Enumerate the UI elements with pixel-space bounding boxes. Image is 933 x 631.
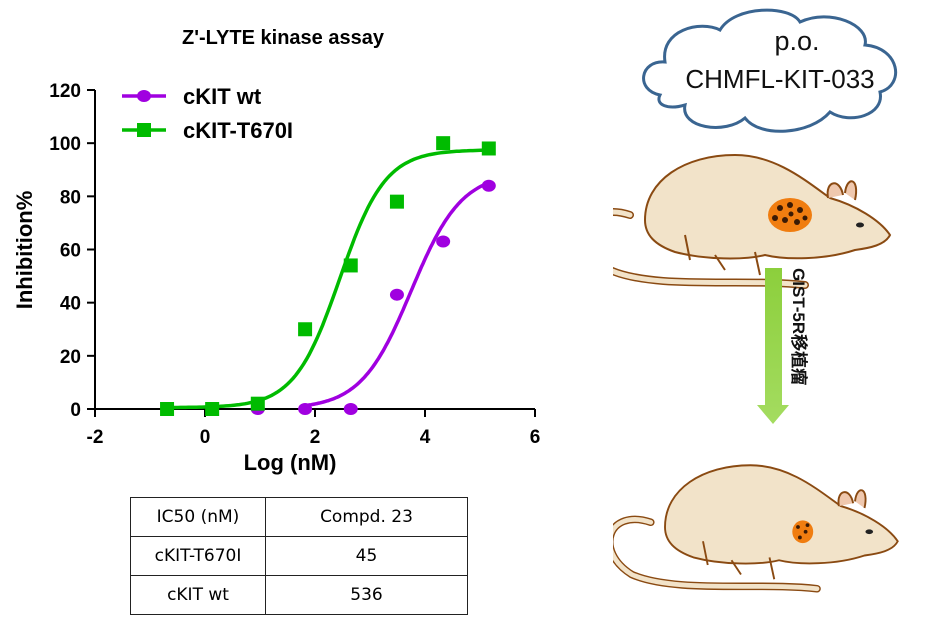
cloud-text-compound: CHMFL-KIT-033 <box>685 64 874 94</box>
down-arrow: GIST-5R移植瘤 <box>757 268 809 424</box>
x-tick-label: 4 <box>420 427 431 448</box>
chart-title: Z'-LYTE kinase assay <box>182 27 385 49</box>
data-point-wt <box>389 288 404 301</box>
data-point-t670i <box>250 396 265 411</box>
y-axis-label: Inhibition% <box>12 191 37 310</box>
y-tick-label: 0 <box>70 400 81 421</box>
data-point-t670i <box>343 258 358 273</box>
y-tick-label: 60 <box>60 241 81 262</box>
y-tick-label: 100 <box>49 134 81 155</box>
table-header-cell: IC50 (nM) <box>130 497 266 537</box>
mouse-icon-tumor-small <box>613 465 898 589</box>
fit-curve-wt <box>304 181 490 408</box>
y-tick-label: 40 <box>60 294 81 315</box>
data-point-t670i <box>481 141 496 156</box>
x-axis-label: Log (nM) <box>244 450 337 475</box>
ic50-table: IC50 (nM) Compd. 23 cKIT-T670I 45 cKIT w… <box>130 497 468 615</box>
table-row: cKIT wt 536 <box>130 575 468 615</box>
table-cell: cKIT-T670I <box>130 536 266 576</box>
legend-label: cKIT wt <box>183 84 262 109</box>
data-point-t670i <box>436 136 451 151</box>
cloud-callout: p.o. CHMFL-KIT-033 <box>642 8 898 133</box>
x-tick-label: 2 <box>310 427 321 448</box>
legend-marker-circle <box>137 90 151 102</box>
table-row: cKIT-T670I 45 <box>130 536 468 576</box>
fit-curve-t670i <box>167 148 489 410</box>
cloud-text-route: p.o. <box>774 26 819 56</box>
dose-response-chart: Z'-LYTE kinase assay Inhibition% Log (nM… <box>12 27 541 475</box>
data-point-wt <box>298 403 313 415</box>
arrow-label: GIST-5R移植瘤 <box>789 268 809 385</box>
data-point-wt <box>436 235 451 248</box>
table-cell: 536 <box>265 575 468 615</box>
table-header-cell: Compd. 23 <box>265 497 468 537</box>
y-tick-label: 80 <box>60 187 81 208</box>
data-point-t670i <box>205 402 220 416</box>
legend-marker-square <box>137 123 151 137</box>
data-point-t670i <box>298 322 313 337</box>
x-tick-label: -2 <box>87 427 104 448</box>
data-point-wt <box>343 403 358 415</box>
data-point-t670i <box>389 194 404 209</box>
in-vivo-diagram: p.o. CHMFL-KIT-033 GIST-5R移植瘤 <box>613 8 933 631</box>
y-tick-label: 20 <box>60 347 81 368</box>
x-tick-label: 6 <box>530 427 541 448</box>
legend-label: cKIT-T670I <box>183 118 293 143</box>
data-point-wt <box>481 179 496 192</box>
table-cell: cKIT wt <box>130 575 266 615</box>
table-cell: 45 <box>265 536 468 576</box>
mouse-icon-tumor-large <box>613 155 890 285</box>
y-tick-label: 120 <box>49 81 81 102</box>
data-point-t670i <box>160 402 175 416</box>
x-tick-label: 0 <box>200 427 211 448</box>
table-header-row: IC50 (nM) Compd. 23 <box>130 497 468 537</box>
